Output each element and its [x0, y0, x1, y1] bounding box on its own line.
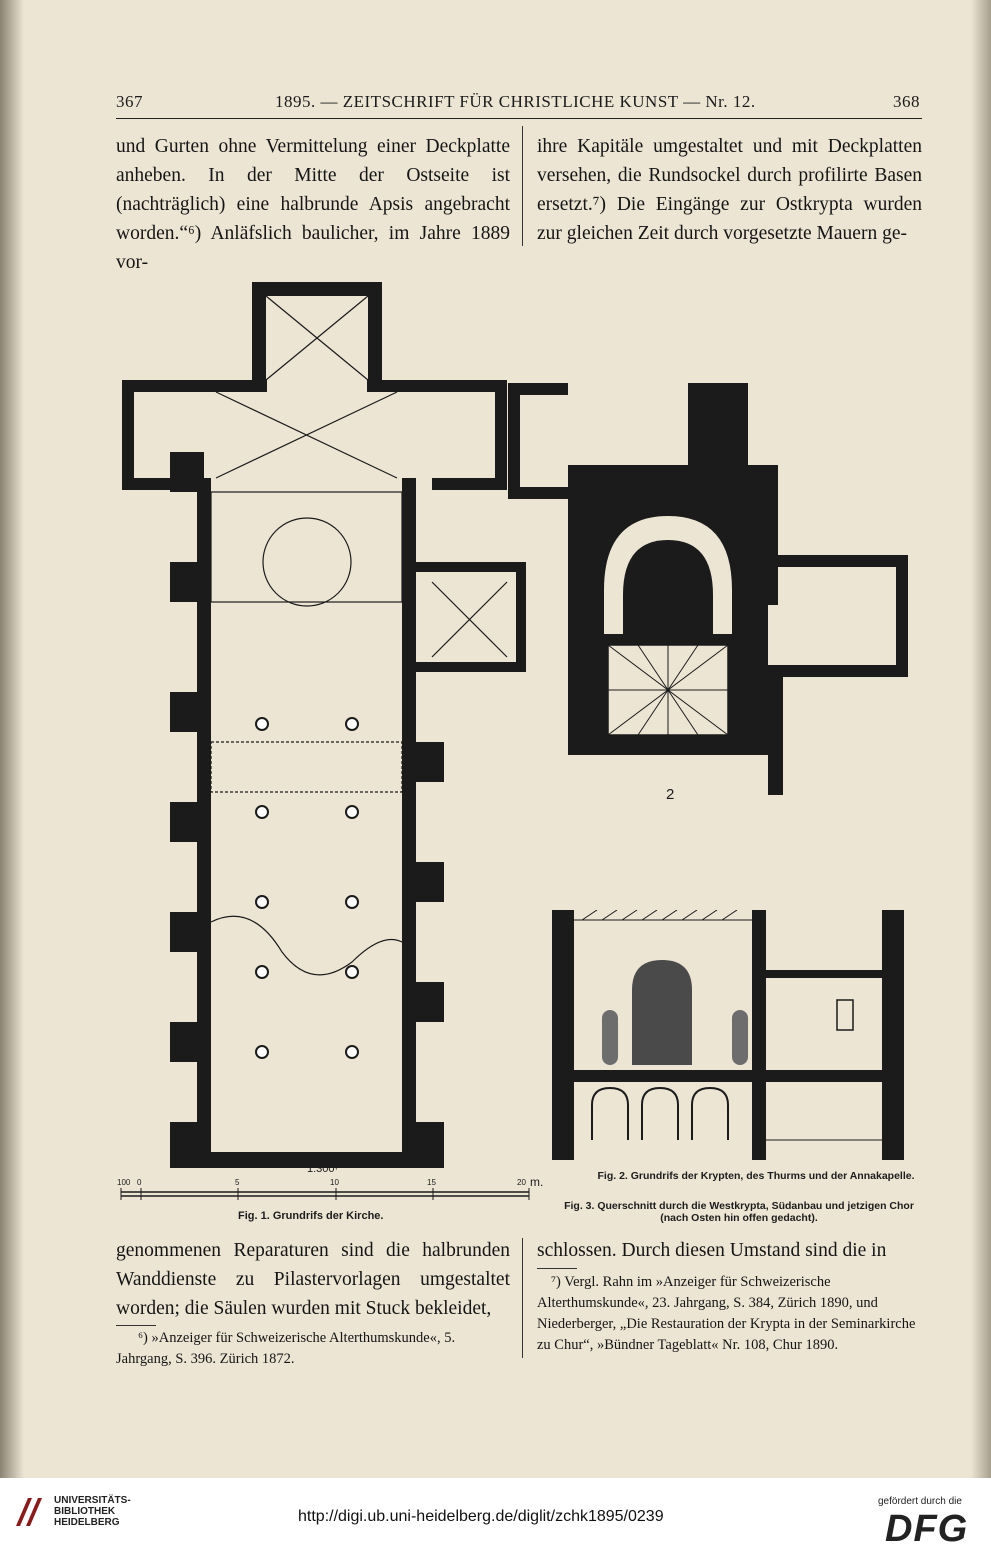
- scanned-page: 367 1895. — ZEITSCHRIFT FÜR CHRISTLICHE …: [0, 0, 991, 1478]
- bottom-left-text: genommenen Reparaturen sind die halbrund…: [116, 1240, 510, 1319]
- footnote-7: ⁷) Vergl. Rahn im »Anzeiger für Schweize…: [537, 1274, 916, 1353]
- scale-tick-10: 10: [330, 1178, 339, 1187]
- column-separator-bottom: [522, 1238, 523, 1358]
- footnote-rule-right: [537, 1268, 577, 1269]
- scale-tick-20: 20: [517, 1178, 526, 1187]
- scale-tick-15: 15: [427, 1178, 436, 1187]
- digitization-footer: UNIVERSITÄTS- BIBLIOTHEK HEIDELBERG http…: [0, 1478, 991, 1556]
- fig2-number: 2: [666, 786, 674, 803]
- library-line3: HEIDELBERG: [54, 1517, 120, 1528]
- header-rule: [116, 118, 922, 119]
- funded-by-label: gefördert durch die: [878, 1496, 962, 1507]
- scale-bar: [120, 1188, 530, 1200]
- fig3-caption: Fig. 3. Querschnitt durch die Westkrypta…: [564, 1200, 914, 1224]
- library-line2: BIBLIOTHEK: [54, 1506, 116, 1517]
- permalink-url[interactable]: http://digi.ub.uni-heidelberg.de/diglit/…: [298, 1508, 664, 1525]
- scale-tick-100: 100: [117, 1178, 131, 1187]
- top-left-text: und Gurten ohne Vermittelung einer Deckp…: [116, 136, 510, 273]
- page-number-right: 368: [893, 92, 920, 111]
- bottom-right-text: schlossen. Durch diesen Umstand sind die…: [537, 1240, 887, 1261]
- column-separator: [522, 126, 523, 246]
- dfg-logo: DFG: [885, 1508, 969, 1550]
- fig2-crypt-plan: 2: [508, 383, 908, 803]
- running-title: 1895. — ZEITSCHRIFT FÜR CHRISTLICHE KUNS…: [275, 92, 756, 111]
- scale-unit: m.: [530, 1175, 544, 1189]
- bottom-left-paragraph: genommenen Reparaturen sind die halbrund…: [116, 1236, 510, 1323]
- page-number-left: 367: [116, 92, 143, 111]
- top-left-paragraph: und Gurten ohne Vermittelung einer Deckp…: [116, 132, 510, 277]
- bottom-right-paragraph: schlossen. Durch diesen Umstand sind die…: [537, 1236, 922, 1265]
- fig1-caption: Fig. 1. Grundrifs der Kirche.: [238, 1210, 384, 1222]
- footnote-rule-left: [116, 1325, 156, 1326]
- university-seal-icon: [16, 1498, 42, 1526]
- library-name: UNIVERSITÄTS- BIBLIOTHEK HEIDELBERG: [54, 1495, 131, 1528]
- top-right-paragraph: ihre Kapitäle umgestaltet und mit Deckpl…: [537, 132, 922, 248]
- fig1-church-plan: [122, 282, 526, 1168]
- scale-tick-5: 5: [235, 1178, 240, 1187]
- scale-label: 1:300·: [307, 1163, 339, 1175]
- fig3-section: [552, 910, 904, 1160]
- footnote-6: ⁶) »Anzeiger für Schweizerische Alterthu…: [116, 1330, 456, 1367]
- top-right-text: ihre Kapitäle umgestaltet und mit Deckpl…: [537, 136, 922, 244]
- scale-tick-0: 0: [137, 1178, 142, 1187]
- library-line1: UNIVERSITÄTS-: [54, 1495, 131, 1506]
- fig2-caption: Fig. 2. Grundrifs der Krypten, des Thurm…: [597, 1170, 915, 1182]
